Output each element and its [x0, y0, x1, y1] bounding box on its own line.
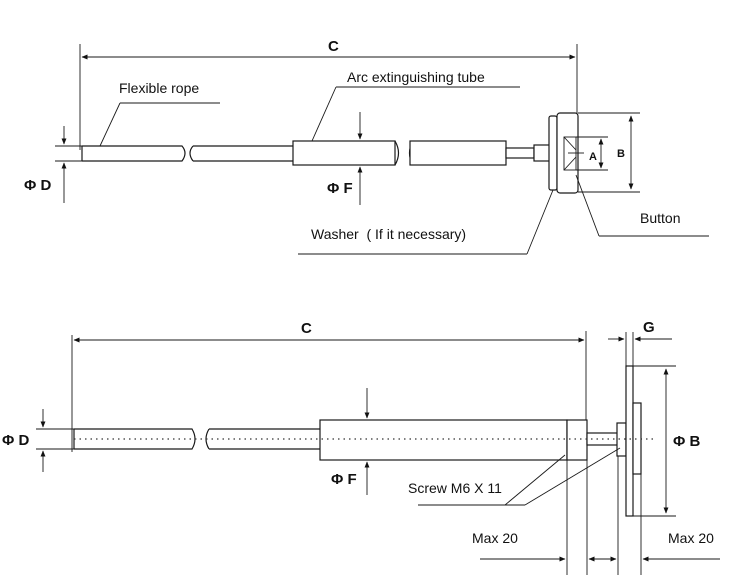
- bottom-label-screw: Screw M6 X 11: [408, 447, 621, 506]
- bottom-dim-c-label: C: [301, 320, 312, 337]
- top-dim-a-label: A: [589, 151, 597, 163]
- top-label-tube: Arc extinguishing tube: [311, 69, 520, 142]
- top-dimension-d: Φ D: [24, 126, 82, 203]
- bottom-arc-tube: [319, 419, 619, 461]
- svg-text:Arc extinguishing tube: Arc extinguishing tube: [347, 69, 485, 85]
- top-button-housing: [548, 112, 584, 194]
- top-dimension-f: Φ F: [327, 112, 363, 205]
- top-dimension-b: B: [578, 112, 640, 193]
- bottom-dimension-f: Φ F: [331, 388, 370, 495]
- top-dim-f-label: Φ F: [327, 180, 353, 197]
- top-dim-d-label: Φ D: [24, 177, 51, 194]
- bottom-dimension-c: C: [71, 320, 587, 452]
- top-label-button: Button: [575, 174, 709, 237]
- bottom-max-right: Max 20: [600, 456, 720, 575]
- svg-text:Screw M6 X 11: Screw M6 X 11: [408, 480, 502, 496]
- top-drawing: C: [24, 38, 709, 255]
- bottom-dimension-g: G: [608, 319, 672, 366]
- bottom-button-plates: [616, 365, 642, 517]
- top-dim-b-label: B: [617, 148, 625, 160]
- bottom-dimension-b: Φ B: [633, 365, 700, 517]
- bottom-drawing: C Φ D: [2, 319, 720, 575]
- bottom-dimension-d: Φ D: [2, 409, 74, 472]
- svg-text:Button: Button: [640, 210, 680, 226]
- svg-text:Max 20: Max 20: [472, 530, 518, 546]
- svg-text:Flexible rope: Flexible rope: [119, 80, 199, 96]
- bottom-max-left: Max 20: [472, 460, 610, 575]
- bottom-dim-g-label: G: [643, 319, 655, 336]
- top-dimension-c: C: [79, 38, 578, 150]
- top-label-washer: Washer ( If it necessary): [298, 189, 554, 255]
- top-dimension-a: A: [576, 136, 608, 171]
- top-label-rope: Flexible rope: [99, 80, 220, 147]
- top-arc-tube: [292, 140, 507, 166]
- bottom-dim-d-label: Φ D: [2, 432, 29, 449]
- svg-text:Washer ( If it necessary): Washer ( If it necessary): [311, 226, 466, 242]
- bottom-flexible-rope: [73, 428, 320, 450]
- svg-text:Max 20: Max 20: [668, 530, 714, 546]
- bottom-dim-b-label: Φ B: [673, 433, 700, 450]
- bottom-dim-f-label: Φ F: [331, 471, 357, 488]
- top-dim-c-label: C: [328, 38, 339, 55]
- top-flexible-rope: [81, 145, 294, 162]
